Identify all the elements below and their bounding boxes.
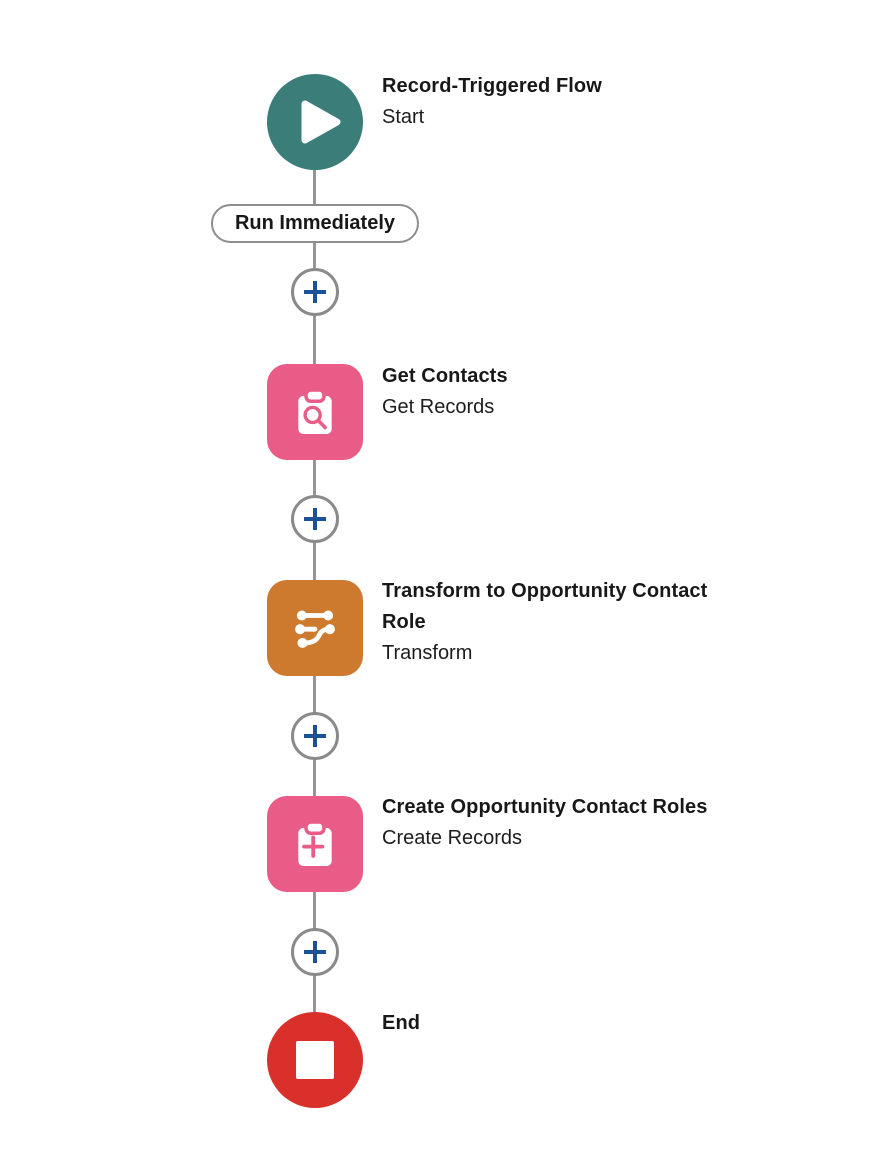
plus-icon [302,939,328,965]
record-lookup-icon [284,381,346,443]
add-element-button[interactable] [291,712,339,760]
add-element-button[interactable] [291,268,339,316]
node-subtitle: Transform [382,642,473,664]
node-title: Get Contacts [382,365,508,387]
node-title: End [382,1012,421,1034]
get-records-node-label: Get Contacts Get Records [382,361,734,423]
run-immediately-badge: Run Immediately [210,204,420,243]
end-node[interactable] [267,1012,363,1108]
node-subtitle: Get Records [382,396,495,418]
start-node-label: Record-Triggered Flow Start [382,71,734,133]
node-title: Record-Triggered Flow [382,75,602,97]
end-node-label: End [382,1008,734,1039]
add-element-button[interactable] [291,928,339,976]
transform-node-label: Transform to Opportunity Contact Role Tr… [382,576,734,669]
record-create-icon [284,813,346,875]
create-records-node[interactable] [267,796,363,892]
add-element-button[interactable] [291,495,339,543]
node-subtitle: Start [382,106,425,128]
transform-icon [284,597,346,659]
plus-icon [302,506,328,532]
node-title: Create Opportunity Contact Roles [382,796,708,818]
stop-icon [267,1012,363,1108]
node-subtitle: Create Records [382,827,523,849]
transform-node[interactable] [267,580,363,676]
play-icon [267,74,363,170]
plus-icon [302,279,328,305]
plus-icon [302,723,328,749]
get-records-node[interactable] [267,364,363,460]
create-records-node-label: Create Opportunity Contact Roles Create … [382,792,734,854]
start-node[interactable] [267,74,363,170]
node-title: Transform to Opportunity Contact Role [382,580,708,633]
